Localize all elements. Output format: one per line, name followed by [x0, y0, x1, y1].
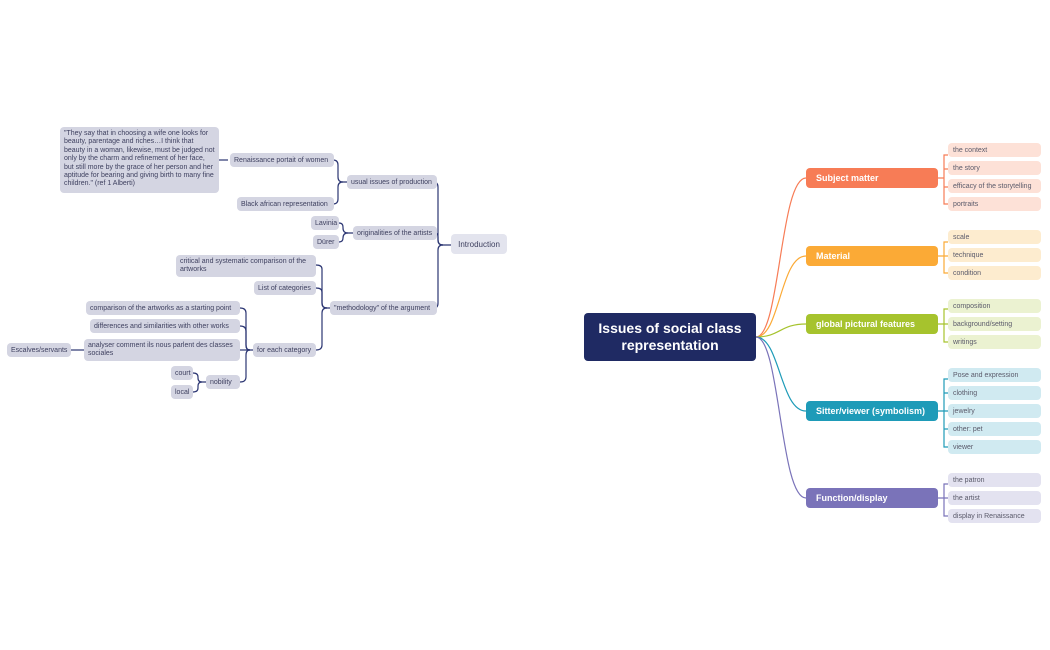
escalves-node[interactable]: Escalves/servants — [7, 343, 71, 357]
introduction-node[interactable]: Introduction — [451, 234, 507, 254]
leaf-jewelry[interactable]: jewelry — [948, 404, 1041, 418]
comparison-start-node[interactable]: comparison of the artworks as a starting… — [86, 301, 240, 315]
nobility-node[interactable]: nobility — [206, 375, 240, 389]
branch-material[interactable]: Material — [806, 246, 938, 266]
leaf-composition[interactable]: composition — [948, 299, 1041, 313]
branch-subject-matter[interactable]: Subject matter — [806, 168, 938, 188]
list-categories-node[interactable]: List of categories — [254, 281, 316, 295]
critical-comparison-node[interactable]: critical and systematic comparison of th… — [176, 255, 316, 277]
leaf-display-renaissance[interactable]: display in Renaissance — [948, 509, 1041, 523]
court-node[interactable]: court — [171, 366, 193, 380]
leaf-other-pet[interactable]: other: pet — [948, 422, 1041, 436]
methodology-node[interactable]: "methodology" of the argument — [330, 301, 437, 315]
leaf-the-patron[interactable]: the patron — [948, 473, 1041, 487]
alberti-quote-node[interactable]: "They say that in choosing a wife one lo… — [60, 127, 219, 193]
black-african-node[interactable]: Black african representation — [237, 197, 334, 211]
branch-function-display[interactable]: Function/display — [806, 488, 938, 508]
leaf-the-context[interactable]: the context — [948, 143, 1041, 157]
branch-sitter-viewer[interactable]: Sitter/viewer (symbolism) — [806, 401, 938, 421]
leaf-writings[interactable]: writings — [948, 335, 1041, 349]
durer-node[interactable]: Dürer — [313, 235, 339, 249]
leaf-scale[interactable]: scale — [948, 230, 1041, 244]
analyser-node[interactable]: analyser comment ils nous parlent des cl… — [84, 339, 240, 361]
branch-global-pictural-features[interactable]: global pictural features — [806, 314, 938, 334]
leaf-the-artist[interactable]: the artist — [948, 491, 1041, 505]
usual-issues-node[interactable]: usual issues of production — [347, 175, 437, 189]
leaf-clothing[interactable]: clothing — [948, 386, 1041, 400]
leaf-the-story[interactable]: the story — [948, 161, 1041, 175]
leaf-efficacy-storytelling[interactable]: efficacy of the storytelling — [948, 179, 1041, 193]
central-topic[interactable]: Issues of social class representation — [584, 313, 756, 361]
differences-node[interactable]: differences and similarities with other … — [90, 319, 240, 333]
leaf-technique[interactable]: technique — [948, 248, 1041, 262]
lavinia-node[interactable]: Lavinia — [311, 216, 339, 230]
for-each-category-node[interactable]: for each category — [253, 343, 316, 357]
leaf-condition[interactable]: condition — [948, 266, 1041, 280]
leaf-portraits[interactable]: portraits — [948, 197, 1041, 211]
leaf-background-setting[interactable]: background/setting — [948, 317, 1041, 331]
local-node[interactable]: local — [171, 385, 193, 399]
originalities-node[interactable]: originalities of the artists — [353, 226, 437, 240]
leaf-pose-expression[interactable]: Pose and expression — [948, 368, 1041, 382]
leaf-viewer[interactable]: viewer — [948, 440, 1041, 454]
renaissance-portrait-node[interactable]: Renaissance portait of women — [230, 153, 334, 167]
